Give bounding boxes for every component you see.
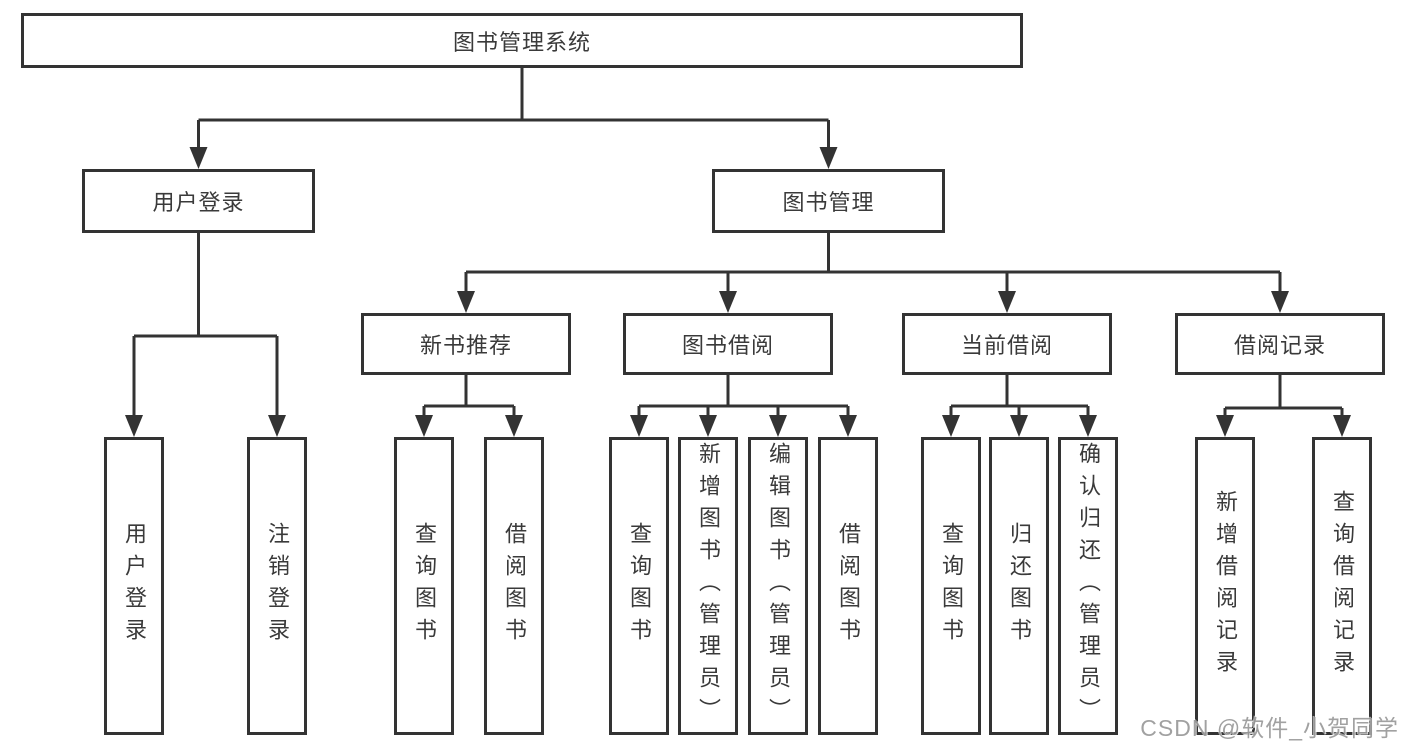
leaf-logout: 注销登录 — [247, 437, 307, 735]
leaf-query-book-1-label: 查询图书 — [412, 522, 437, 650]
node-new-book-recommend: 新书推荐 — [361, 313, 571, 375]
node-new-book-recommend-label: 新书推荐 — [419, 333, 512, 358]
leaf-add-book-admin-label: 新增图书（管理员） — [696, 442, 721, 730]
node-root: 图书管理系统 — [21, 13, 1023, 68]
leaf-confirm-return-admin-label: 确认归还（管理员） — [1076, 442, 1101, 730]
connector-lines — [132, 68, 1344, 418]
node-user-login: 用户登录 — [82, 169, 315, 233]
leaf-add-borrow-record-label: 新增借阅记录 — [1213, 490, 1238, 682]
leaf-query-book-2-label: 查询图书 — [627, 522, 652, 650]
leaf-user-login: 用户登录 — [104, 437, 164, 735]
leaf-query-borrow-record-label: 查询借阅记录 — [1330, 490, 1355, 682]
leaf-borrow-book-1: 借阅图书 — [484, 437, 544, 735]
leaf-add-borrow-record: 新增借阅记录 — [1195, 437, 1255, 735]
node-book-management-label: 图书管理 — [782, 190, 875, 215]
node-current-borrow-label: 当前借阅 — [960, 333, 1053, 358]
leaf-borrow-book-1-label: 借阅图书 — [502, 522, 527, 650]
node-borrow-records-label: 借阅记录 — [1233, 333, 1326, 358]
node-book-borrow: 图书借阅 — [623, 313, 833, 375]
node-user-login-label: 用户登录 — [152, 190, 245, 215]
arrowheads — [125, 147, 1351, 437]
node-borrow-records: 借阅记录 — [1175, 313, 1385, 375]
leaf-user-login-label: 用户登录 — [122, 522, 147, 650]
watermark: CSDN @软件_小贺同学 — [1140, 715, 1399, 741]
leaf-query-book-1: 查询图书 — [394, 437, 454, 735]
leaf-query-book-3-label: 查询图书 — [939, 522, 964, 650]
leaf-edit-book-admin-label: 编辑图书（管理员） — [766, 442, 791, 730]
leaf-confirm-return-admin: 确认归还（管理员） — [1058, 437, 1118, 735]
node-current-borrow: 当前借阅 — [902, 313, 1112, 375]
leaf-edit-book-admin: 编辑图书（管理员） — [748, 437, 808, 735]
leaf-logout-label: 注销登录 — [265, 522, 290, 650]
leaf-return-book-label: 归还图书 — [1007, 522, 1032, 650]
node-book-management: 图书管理 — [712, 169, 945, 233]
node-book-borrow-label: 图书借阅 — [681, 333, 774, 358]
leaf-query-borrow-record: 查询借阅记录 — [1312, 437, 1372, 735]
leaf-borrow-book-2: 借阅图书 — [818, 437, 878, 735]
leaf-return-book: 归还图书 — [989, 437, 1049, 735]
leaf-add-book-admin: 新增图书（管理员） — [678, 437, 738, 735]
node-root-label: 图书管理系统 — [452, 29, 591, 55]
leaf-borrow-book-2-label: 借阅图书 — [836, 522, 861, 650]
leaf-query-book-3: 查询图书 — [921, 437, 981, 735]
leaf-query-book-2: 查询图书 — [609, 437, 669, 735]
